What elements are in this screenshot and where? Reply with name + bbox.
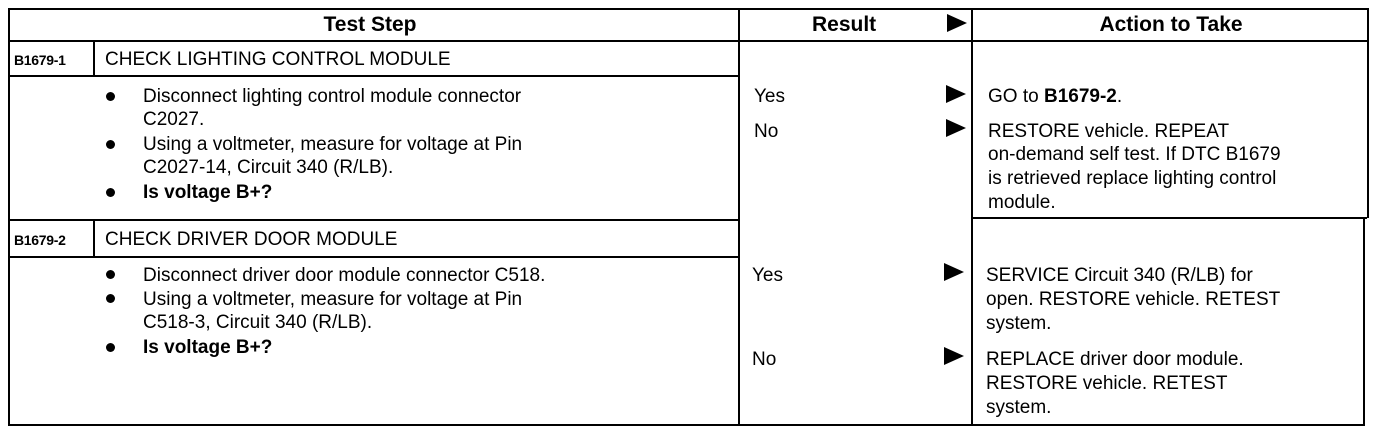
arrow-right-icon [944, 263, 964, 281]
step1-result-no: No [754, 121, 779, 142]
header-result: Result [812, 13, 877, 36]
step1-result-yes: Yes [754, 86, 785, 107]
step1-question: Is voltage B+? [143, 182, 273, 203]
column-divider-step-result [738, 8, 740, 426]
step1-bullet2-line1: Using a voltmeter, measure for voltage a… [143, 134, 523, 155]
step2-bullet1-line1: Disconnect driver door module connector … [143, 265, 546, 286]
step-separator-left [8, 219, 739, 221]
arrow-right-icon [946, 119, 966, 137]
action-text: . [1116, 86, 1123, 107]
action-step-link: B1679-2 [1043, 86, 1117, 107]
bullet-icon [106, 188, 115, 197]
action-text: GO to [988, 86, 1044, 107]
table-border-left [8, 8, 10, 426]
arrow-right-icon [944, 347, 964, 365]
step1-title-bottom-rule [8, 75, 739, 77]
step2-title-bottom-rule [8, 256, 739, 258]
step2-bullet2-line1: Using a voltmeter, measure for voltage a… [143, 289, 523, 310]
step2-result-no: No [752, 349, 777, 370]
bullet-icon [106, 294, 115, 303]
header-divider [8, 40, 1369, 42]
bullet-icon [106, 140, 115, 149]
step2-id-divider [93, 220, 95, 257]
step2-action-yes-line2: open. RESTORE vehicle. RETEST [986, 289, 1281, 310]
header-arrow-icon [947, 14, 967, 32]
step1-action-no-line3: is retrieved replace lighting control [988, 168, 1277, 189]
table-border-right-lower [1363, 218, 1365, 426]
step2-action-yes-line3: system. [986, 313, 1052, 334]
step1-action-no-line1: RESTORE vehicle. REPEAT [988, 121, 1230, 142]
step1-action-no-line4: module. [988, 192, 1056, 213]
step2-bullet2-line2: C518-3, Circuit 340 (R/LB). [143, 312, 373, 333]
step1-id-divider [93, 40, 95, 76]
table-border-right-upper [1367, 8, 1369, 218]
step1-bullet1-line2: C2027. [143, 109, 205, 130]
step2-title: CHECK DRIVER DOOR MODULE [105, 229, 398, 250]
step2-action-no-line3: system. [986, 397, 1052, 418]
step-separator-right [971, 217, 1367, 219]
step2-action-no-line2: RESTORE vehicle. RETEST [986, 373, 1228, 394]
step2-id: B1679-2 [14, 232, 66, 248]
step1-action-yes: GO to B1679-2. [988, 85, 1122, 109]
table-border-top [8, 8, 1369, 10]
step2-action-no-line1: REPLACE driver door module. [986, 349, 1244, 370]
step1-id: B1679-1 [14, 52, 66, 68]
step1-bullet2-line2: C2027-14, Circuit 340 (R/LB). [143, 157, 394, 178]
step2-action-yes-line1: SERVICE Circuit 340 (R/LB) for [986, 265, 1253, 286]
step2-question: Is voltage B+? [143, 337, 273, 358]
header-action: Action to Take [1099, 13, 1243, 36]
header-test-step: Test Step [323, 13, 417, 36]
step2-result-yes: Yes [752, 265, 783, 286]
step1-action-no-line2: on-demand self test. If DTC B1679 [988, 144, 1281, 165]
bullet-icon [106, 343, 115, 352]
step1-title: CHECK LIGHTING CONTROL MODULE [105, 49, 451, 70]
arrow-right-icon [946, 85, 966, 103]
step1-bullet1-line1: Disconnect lighting control module conne… [143, 86, 522, 107]
bullet-icon [106, 92, 115, 101]
bullet-icon [106, 270, 115, 279]
table-border-bottom [8, 424, 1365, 426]
